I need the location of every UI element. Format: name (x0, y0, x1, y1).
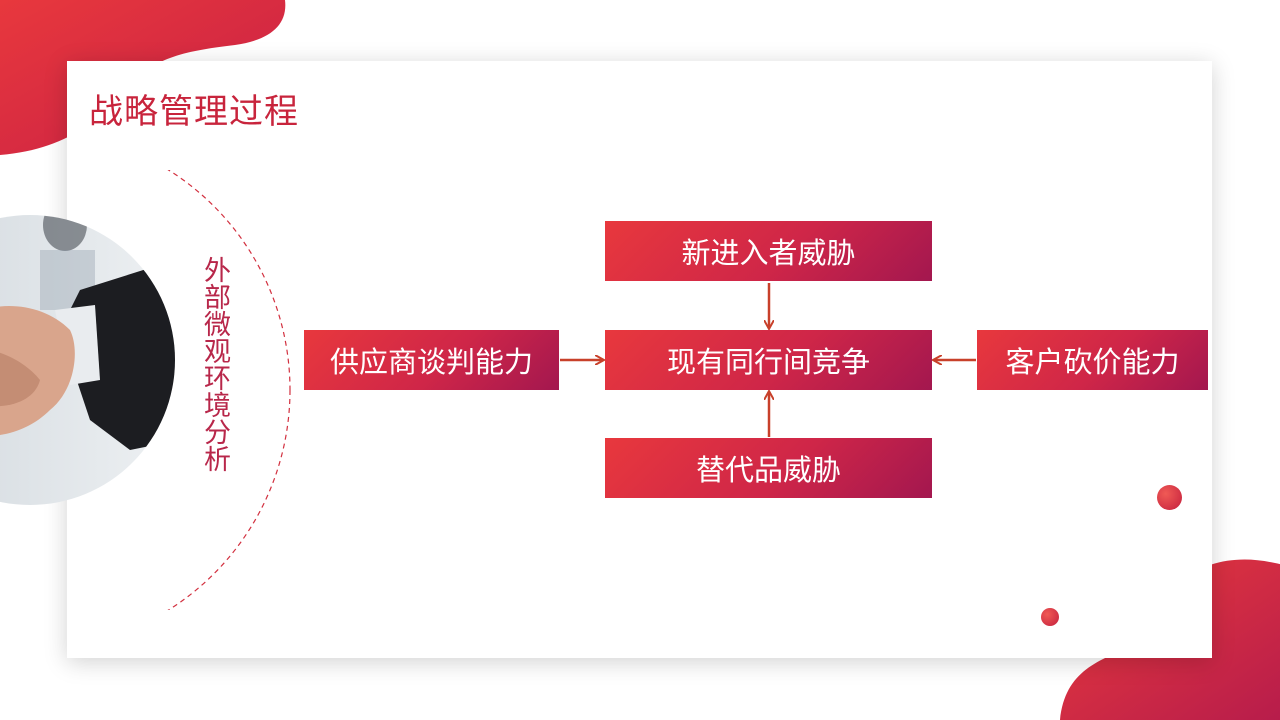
page-title: 战略管理过程 (89, 92, 299, 132)
box-rivalry: 现有同行间竞争 (605, 330, 932, 390)
box-suppliers: 供应商谈判能力 (304, 330, 559, 390)
side-label: 外部微观环境分析 (199, 256, 230, 472)
decor-dot-large (1157, 485, 1182, 510)
box-new-entrants: 新进入者威胁 (605, 221, 932, 281)
decor-dot-small (1041, 608, 1059, 626)
box-customers: 客户砍价能力 (977, 330, 1208, 390)
box-substitutes: 替代品威胁 (605, 438, 932, 498)
